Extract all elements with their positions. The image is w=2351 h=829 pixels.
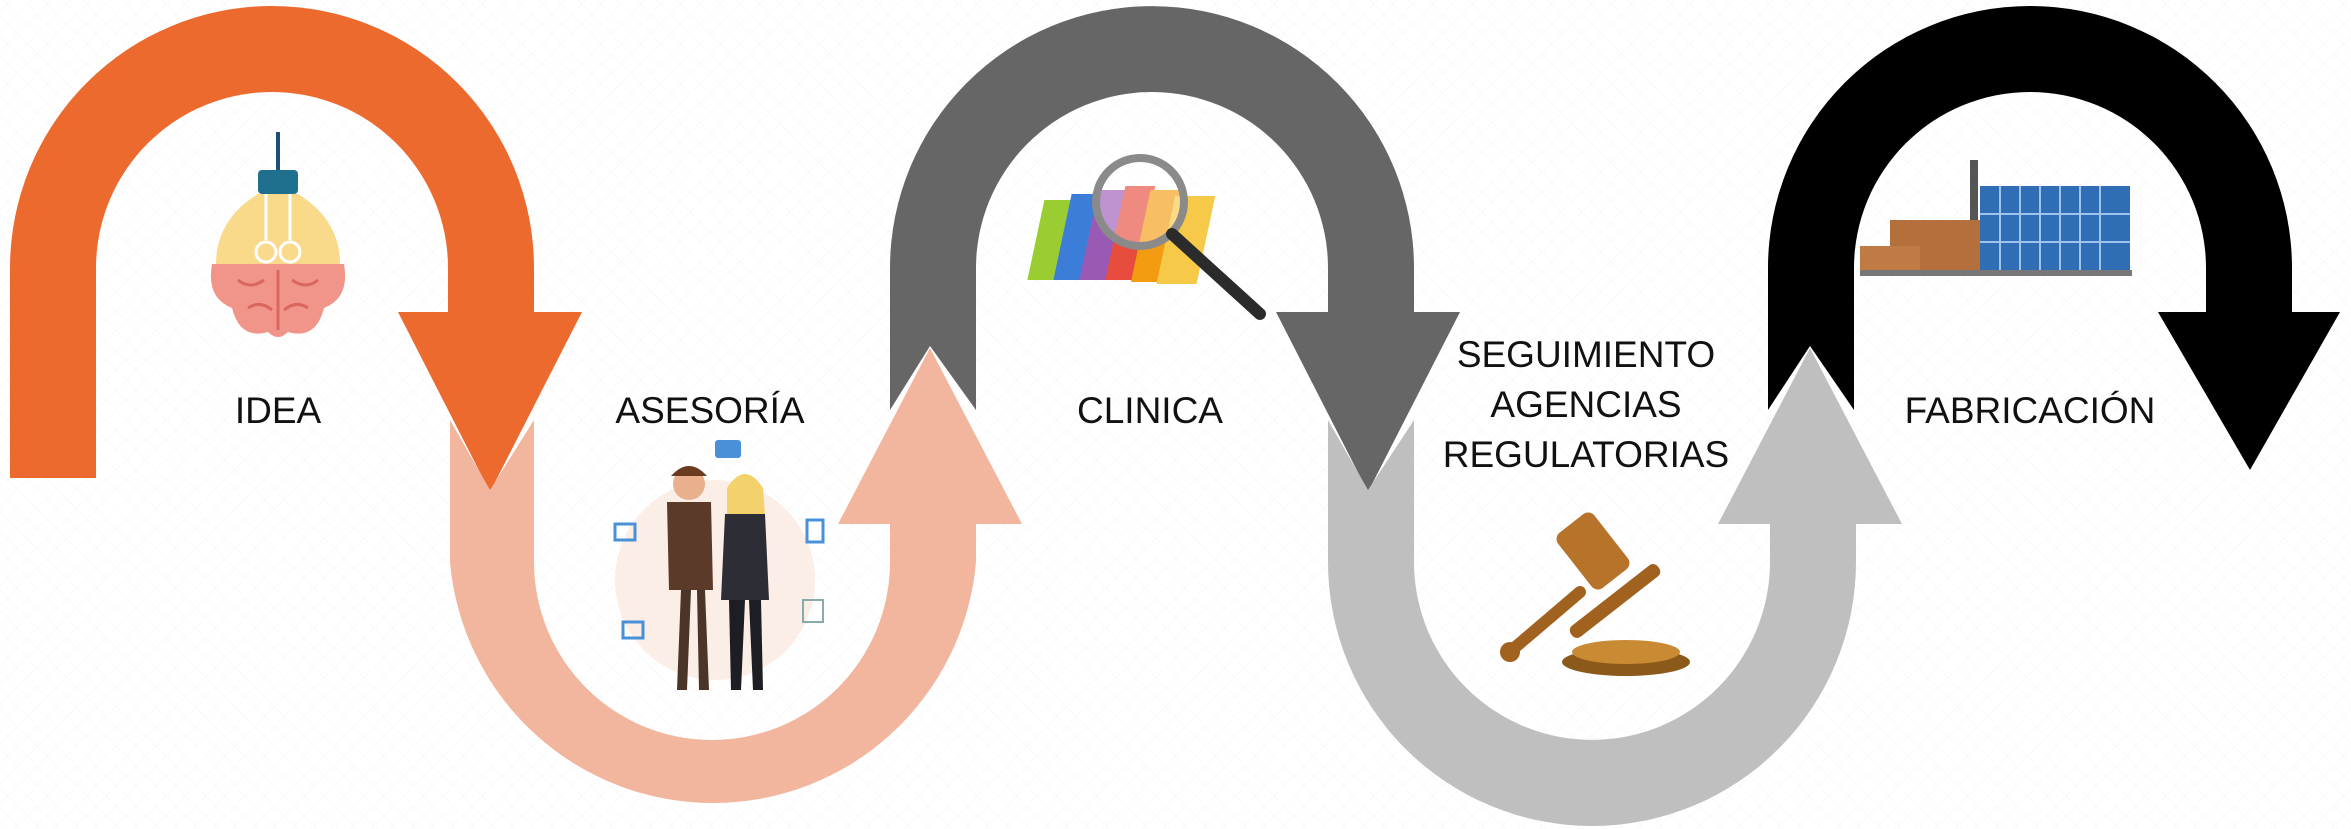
stage-label-asesoria: ASESORÍA bbox=[615, 390, 805, 431]
gavel-icon bbox=[1500, 512, 1690, 676]
arrow-fabricacion bbox=[1768, 6, 2340, 470]
stage-label-idea: IDEA bbox=[234, 390, 322, 431]
stage-label-fabricacion: FABRICACIÓN bbox=[1904, 390, 2156, 431]
arrow-asesoria bbox=[450, 348, 1022, 804]
arrow-seguimiento bbox=[1328, 348, 1902, 826]
arrow-clinica bbox=[890, 6, 1460, 493]
stage-label-seguimiento: SEGUIMIENTO AGENCIAS REGULATORIAS bbox=[1442, 334, 1730, 475]
lightbulb-brain-icon bbox=[210, 132, 346, 337]
factory-icon bbox=[1860, 160, 2132, 276]
stage-label-clinica: CLINICA bbox=[1077, 390, 1223, 431]
consultants-icon bbox=[613, 440, 825, 690]
folders-magnifier-icon bbox=[1027, 154, 1266, 320]
arrow-idea bbox=[10, 6, 582, 492]
